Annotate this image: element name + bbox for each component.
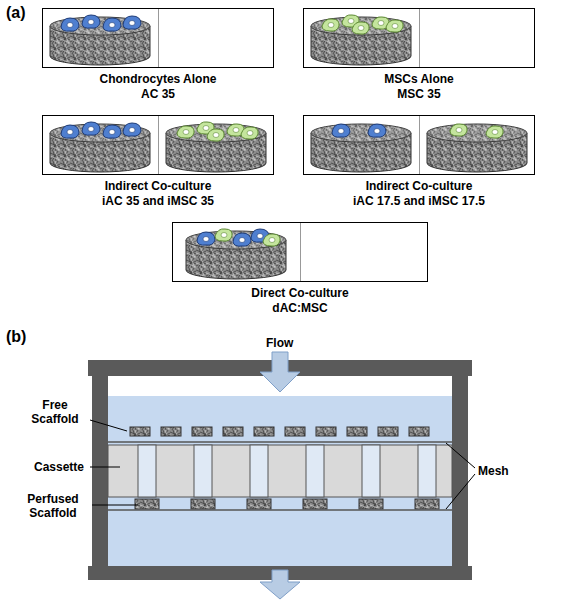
caption-line: MSCs Alone xyxy=(284,72,554,87)
part-label: Cassette xyxy=(34,460,84,474)
box-divider xyxy=(158,116,159,174)
well-box: Indirect Co-cultureiAC 17.5 and iMSC 17.… xyxy=(303,115,535,175)
panel-label: (a) xyxy=(6,6,26,20)
free-scaffold xyxy=(254,427,274,436)
perfused-scaffold xyxy=(303,499,327,509)
cassette-hole xyxy=(250,445,268,497)
box-caption: MSCs AloneMSC 35 xyxy=(284,72,554,102)
perfused-scaffold xyxy=(247,499,271,509)
perfused-scaffold xyxy=(415,499,439,509)
caption-line: Chondrocytes Alone xyxy=(23,72,293,87)
cassette-hole xyxy=(362,445,380,497)
box-caption: Chondrocytes AloneAC 35 xyxy=(23,72,293,102)
well-box: Direct Co-culturedAC:MSC xyxy=(172,222,428,282)
box-divider xyxy=(300,223,301,281)
well-box: Indirect Co-cultureiAC 35 and iMSC 35 xyxy=(42,115,274,175)
box-divider xyxy=(419,9,420,67)
caption-line: Indirect Co-culture xyxy=(23,179,293,194)
well-box: MSCs AloneMSC 35 xyxy=(303,8,535,68)
box-caption: Direct Co-culturedAC:MSC xyxy=(153,286,447,316)
cassette-hole xyxy=(138,445,156,497)
caption-line: AC 35 xyxy=(23,87,293,102)
cassette-hole xyxy=(194,445,212,497)
free-scaffold xyxy=(378,427,398,436)
caption-line: iAC 17.5 and iMSC 17.5 xyxy=(284,194,554,209)
cassette-hole xyxy=(418,445,436,497)
caption-line: MSC 35 xyxy=(284,87,554,102)
panel-label: (b) xyxy=(6,330,26,344)
perfused-scaffold xyxy=(135,499,159,509)
free-scaffold xyxy=(409,427,429,436)
flow-label: Flow xyxy=(266,336,293,350)
free-scaffold xyxy=(316,427,336,436)
free-scaffold xyxy=(223,427,243,436)
free-scaffold xyxy=(130,427,150,436)
free-scaffold xyxy=(347,427,367,436)
cassette-hole xyxy=(306,445,324,497)
free-scaffold xyxy=(192,427,212,436)
part-label: Free Scaffold xyxy=(20,398,90,426)
box-divider xyxy=(419,116,420,174)
caption-line: Direct Co-culture xyxy=(153,286,447,301)
free-scaffold xyxy=(161,427,181,436)
perfused-scaffold xyxy=(359,499,383,509)
caption-line: iAC 35 and iMSC 35 xyxy=(23,194,293,209)
box-caption: Indirect Co-cultureiAC 35 and iMSC 35 xyxy=(23,179,293,209)
part-label: Perfused Scaffold xyxy=(14,492,92,520)
perfused-scaffold xyxy=(191,499,215,509)
box-divider xyxy=(158,9,159,67)
caption-line: Indirect Co-culture xyxy=(284,179,554,194)
well-box: Chondrocytes AloneAC 35 xyxy=(42,8,274,68)
free-scaffold xyxy=(285,427,305,436)
part-label: Mesh xyxy=(478,464,509,478)
box-caption: Indirect Co-cultureiAC 17.5 and iMSC 17.… xyxy=(284,179,554,209)
caption-line: dAC:MSC xyxy=(153,301,447,316)
